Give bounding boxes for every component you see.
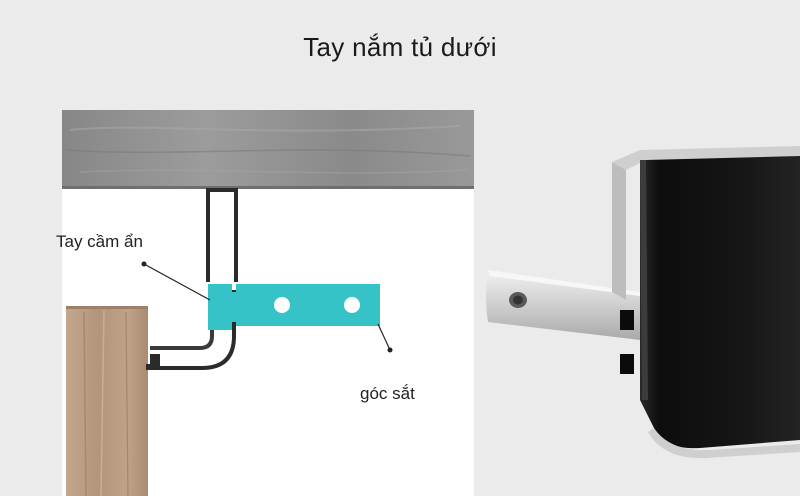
hidden-handle-highlight: [208, 284, 238, 330]
profile-3d-render: [486, 146, 800, 459]
label-hidden-handle: Tay cầm ẩn: [56, 232, 143, 251]
page-title: Tay nắm tủ dưới: [303, 32, 497, 62]
label-iron-bracket: góc sắt: [360, 384, 415, 403]
leader-line-handle: [141, 261, 211, 301]
leader-line-bracket: [377, 323, 393, 353]
iron-bracket: [236, 284, 380, 326]
cabinet-door: [66, 306, 148, 496]
handle-profile-section: [146, 188, 238, 370]
countertop: [62, 110, 474, 189]
